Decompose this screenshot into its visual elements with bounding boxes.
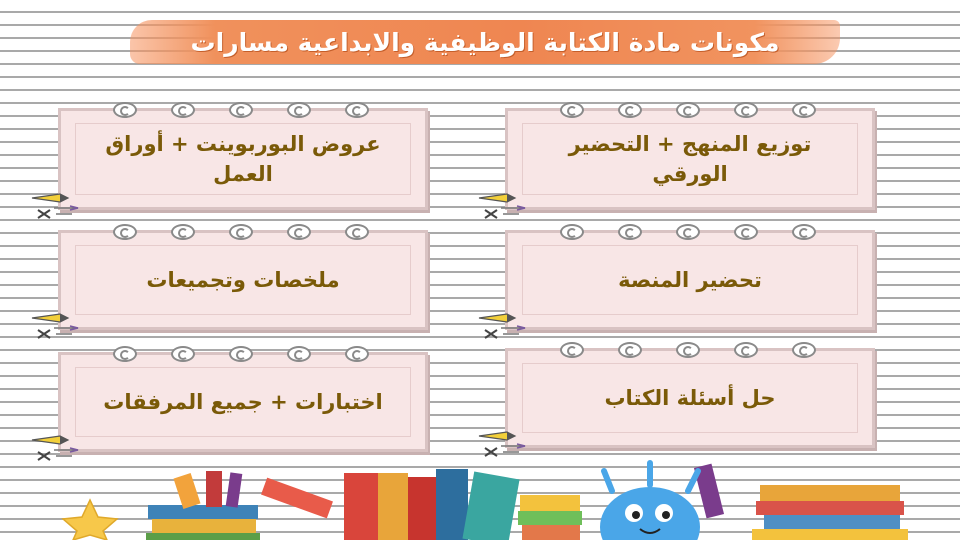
books-icon (146, 463, 908, 540)
card-label: اختبارات + جميع المرفقات (103, 389, 383, 414)
spiral-rings (110, 100, 369, 118)
spiral-ring-icon (110, 222, 137, 240)
spiral-ring-icon (226, 100, 253, 118)
spiral-ring-icon (168, 222, 195, 240)
page-title: مكونات مادة الكتابة الوظيفية والابداعية … (190, 27, 780, 57)
card-platform: تحضير المنصة (478, 222, 875, 339)
pencil-icon (31, 435, 79, 461)
card-label: عروض البوربوينت + أوراق العمل (105, 131, 381, 186)
spiral-ring-icon (731, 100, 758, 118)
spiral-ring-icon (168, 344, 195, 362)
books-illustration (61, 460, 908, 540)
title-banner: مكونات مادة الكتابة الوظيفية والابداعية … (130, 20, 840, 64)
card-paper: ملخصات وتجميعات (58, 230, 428, 330)
spiral-ring-icon (673, 222, 700, 240)
spiral-ring-icon (168, 100, 195, 118)
card-label: حل أسئلة الكتاب (604, 385, 776, 410)
spiral-rings (110, 222, 369, 240)
spiral-ring-icon (789, 100, 816, 118)
spiral-ring-icon (557, 340, 584, 358)
spiral-ring-icon (284, 344, 311, 362)
card-paper: حل أسئلة الكتاب (505, 348, 875, 448)
spiral-ring-icon (615, 222, 642, 240)
card-paper: تحضير المنصة (505, 230, 875, 330)
spiral-ring-icon (789, 340, 816, 358)
star-icon (61, 498, 119, 540)
spiral-ring-icon (284, 100, 311, 118)
spiral-rings (557, 340, 816, 358)
spiral-rings (557, 222, 816, 240)
spiral-ring-icon (789, 222, 816, 240)
spiral-ring-icon (615, 100, 642, 118)
spiral-ring-icon (284, 222, 311, 240)
spiral-ring-icon (342, 344, 369, 362)
card-summaries: ملخصات وتجميعات (31, 222, 428, 339)
spiral-ring-icon (731, 340, 758, 358)
card-label: توزيع المنهج + التحضير الورقي (568, 131, 812, 186)
card-paper: اختبارات + جميع المرفقات (58, 352, 428, 452)
pencil-icon (478, 313, 526, 339)
spiral-ring-icon (226, 344, 253, 362)
mascot-icon (600, 460, 701, 540)
spiral-ring-icon (342, 100, 369, 118)
card-exams: اختبارات + جميع المرفقات (31, 344, 428, 461)
card-curriculum: توزيع المنهج + التحضير الورقي (478, 100, 875, 219)
card-paper: عروض البوربوينت + أوراق العمل (58, 108, 428, 210)
spiral-ring-icon (110, 100, 137, 118)
spiral-ring-icon (557, 100, 584, 118)
card-label: ملخصات وتجميعات (146, 267, 340, 292)
card-book-answers: حل أسئلة الكتاب (478, 340, 875, 457)
pencil-icon (31, 193, 79, 219)
spiral-ring-icon (557, 222, 584, 240)
card-label: تحضير المنصة (618, 267, 762, 292)
spiral-ring-icon (342, 222, 369, 240)
card-powerpoint: عروض البوربوينت + أوراق العمل (31, 100, 428, 219)
spiral-ring-icon (110, 344, 137, 362)
spiral-ring-icon (673, 340, 700, 358)
spiral-ring-icon (731, 222, 758, 240)
pencil-icon (478, 431, 526, 457)
spiral-rings (110, 344, 369, 362)
spiral-ring-icon (615, 340, 642, 358)
pencil-icon (31, 313, 79, 339)
spiral-rings (557, 100, 816, 118)
spiral-ring-icon (226, 222, 253, 240)
card-paper: توزيع المنهج + التحضير الورقي (505, 108, 875, 210)
pencil-icon (478, 193, 526, 219)
spiral-ring-icon (673, 100, 700, 118)
